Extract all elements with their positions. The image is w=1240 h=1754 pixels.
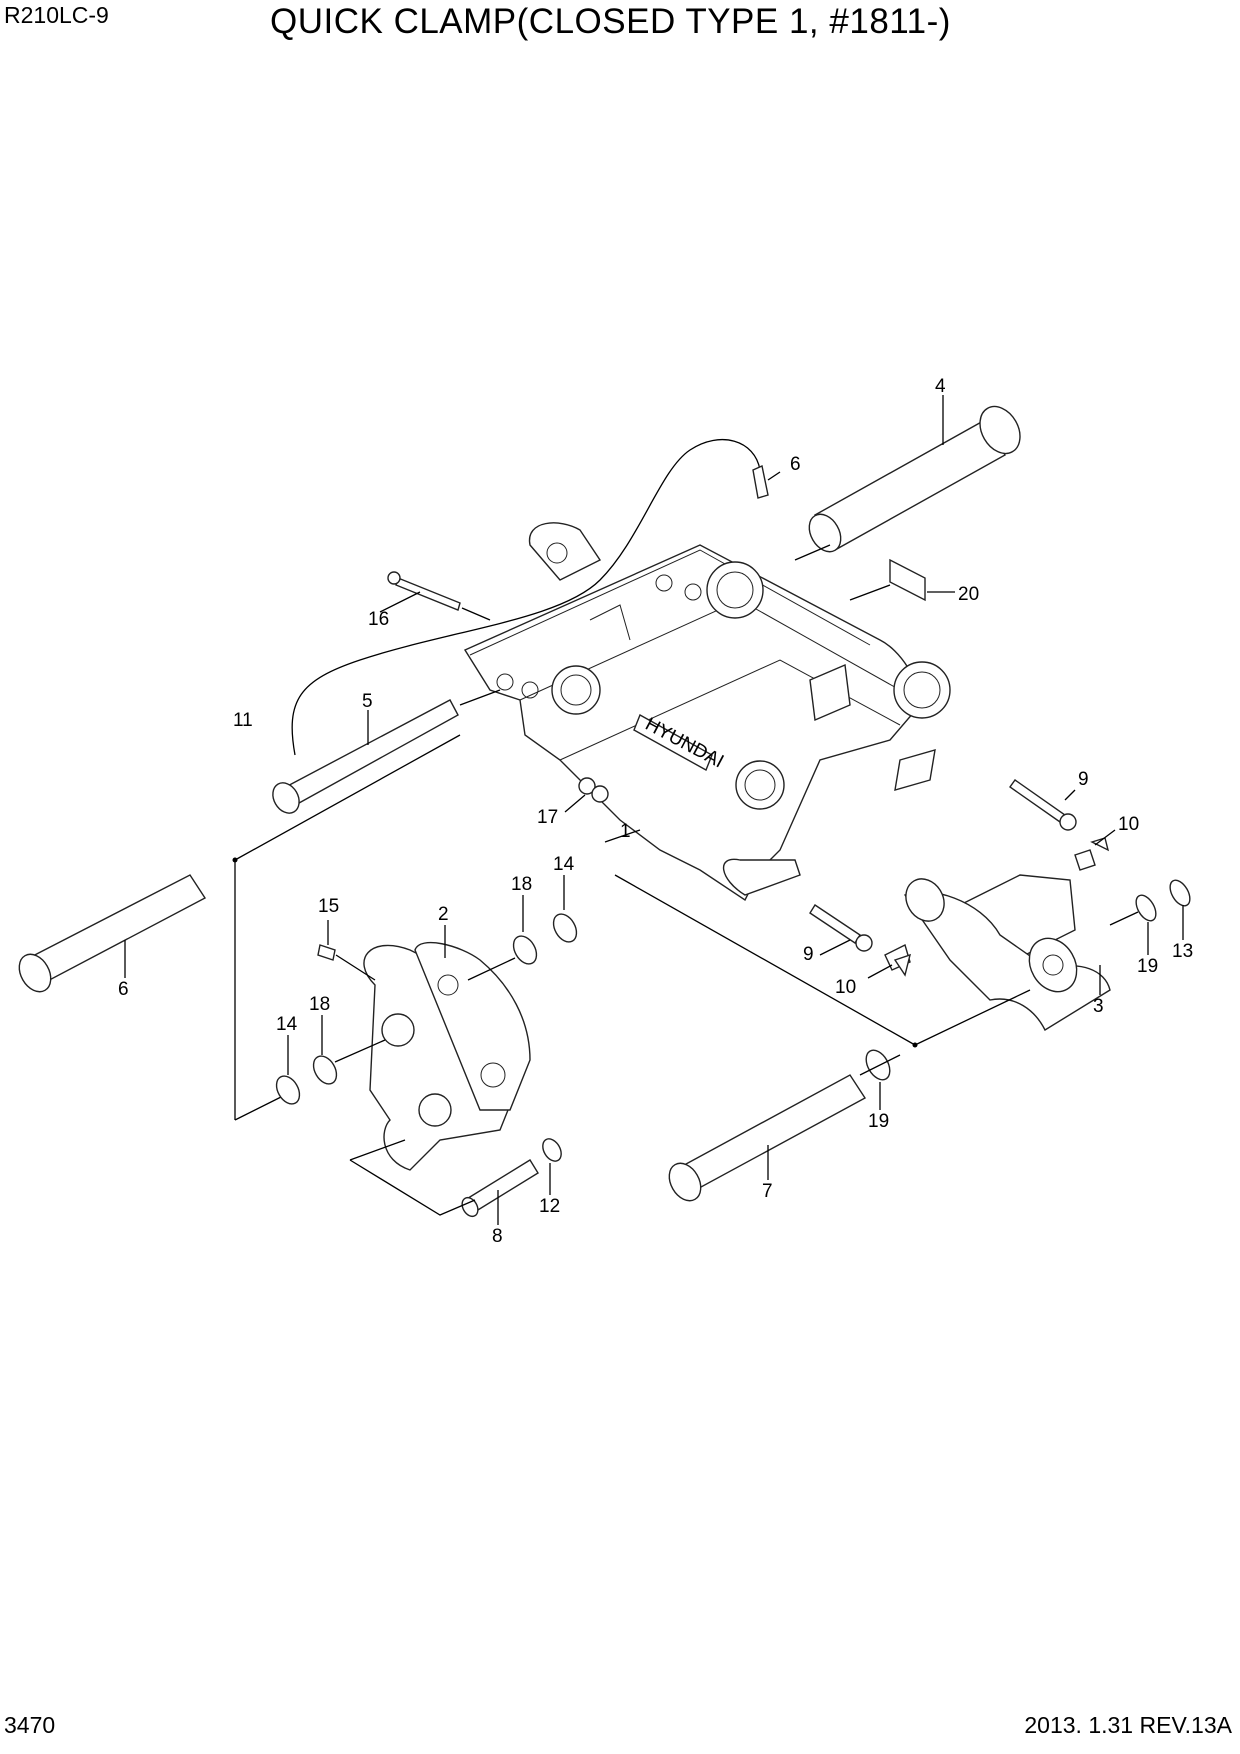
bolt-16: [379, 571, 461, 613]
ring-19-upper: [1135, 894, 1157, 922]
revision-date: 2013. 1.31 REV.13A: [1024, 1712, 1232, 1738]
callout-15: 15: [318, 896, 339, 917]
callout-14-upper: 14: [553, 854, 575, 875]
callout-8: 8: [492, 1226, 503, 1247]
pin-6: [18, 874, 207, 993]
ring-19-lower: [865, 1049, 891, 1081]
callout-10-upper: 10: [1118, 814, 1139, 835]
callout-6: 6: [118, 979, 129, 1000]
hook-2: [363, 942, 531, 1171]
fitting-10-upper: [1074, 829, 1116, 871]
callout-2: 2: [438, 904, 449, 925]
callout-16: 16: [368, 609, 389, 630]
pin-8: [461, 1159, 539, 1225]
callout-1: 1: [620, 821, 631, 842]
ring-18-upper: [512, 935, 538, 965]
callout-5: 5: [362, 691, 373, 712]
pin-5: [272, 699, 459, 814]
callout-13-upper: 13: [1172, 941, 1193, 962]
cable-clip: [752, 465, 769, 499]
page-number: 3470: [4, 1712, 56, 1738]
callout-7: 7: [762, 1181, 773, 1202]
safety-cable: [291, 438, 761, 756]
nut-17: [564, 777, 609, 813]
plate-20: [889, 558, 926, 602]
grease-nipple-15: [317, 920, 336, 961]
callout-18-lower: 18: [309, 994, 330, 1015]
ring-14-upper: [552, 913, 578, 943]
callout-3: 3: [1093, 996, 1104, 1017]
callout-9-lower: 9: [803, 944, 814, 965]
pin-4: [808, 395, 1021, 553]
diagram-title: QUICK CLAMP(CLOSED TYPE 1, #1811-): [270, 2, 951, 41]
callout-4: 4: [935, 376, 946, 397]
ring-18-lower: [312, 1055, 338, 1085]
fitting-10-lower: [867, 943, 911, 979]
callout-10-lower: 10: [835, 977, 856, 998]
callout-14-lower: 14: [276, 1014, 298, 1035]
callout-11: 11: [233, 710, 253, 731]
clamp-frame: HYUNDAI: [463, 522, 951, 902]
callout-13-lower: 12: [539, 1196, 560, 1217]
callout-labels: 4 6 20 16 11 5 17 1 9 10 14 18 15 2 9 10…: [118, 376, 1193, 1247]
callout-18-upper: 18: [511, 874, 532, 895]
pin-9-lower: [809, 904, 873, 956]
model-code: R210LC-9: [4, 2, 109, 28]
ring-13-upper: [1169, 879, 1191, 907]
pin-7: [668, 1074, 867, 1202]
callout-19-upper: 19: [1137, 956, 1158, 977]
callout-12: 6: [790, 454, 801, 475]
callout-19-lower: 19: [868, 1111, 889, 1132]
callout-9-upper: 9: [1078, 769, 1089, 790]
callout-20: 20: [958, 584, 979, 605]
ring-14-lower: [275, 1075, 301, 1105]
cylinder-3: [903, 874, 1111, 1031]
ring-13-lower: [542, 1138, 562, 1162]
pin-9-upper: [1009, 779, 1077, 831]
callout-17: 17: [537, 807, 558, 828]
